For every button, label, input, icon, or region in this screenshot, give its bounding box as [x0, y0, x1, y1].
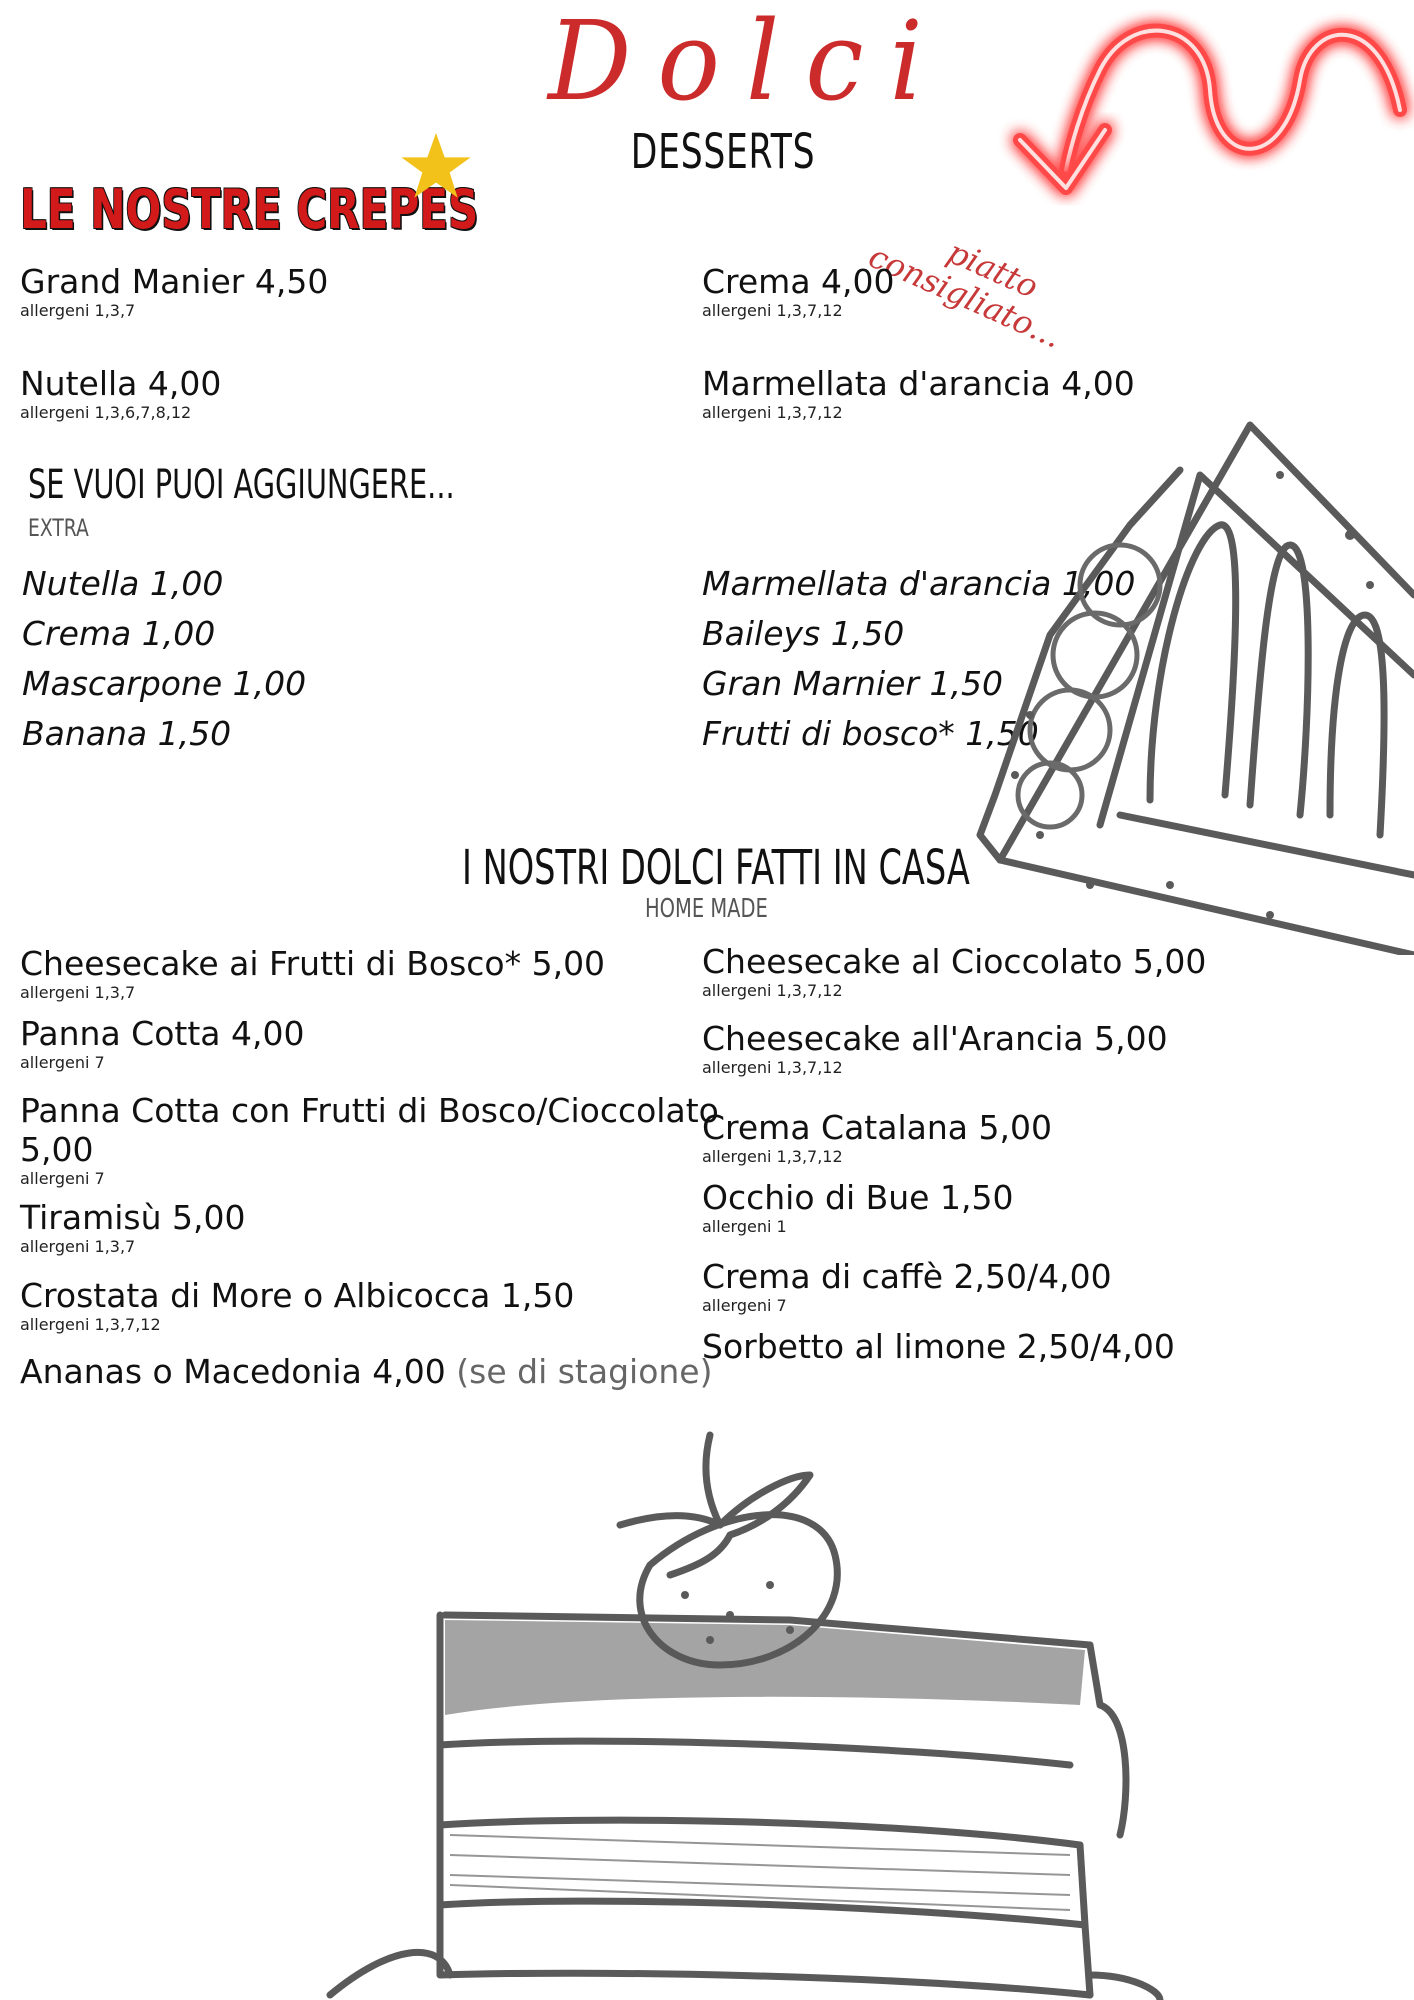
extras-heading: SE VUOI PUOI AGGIUNGERE...	[28, 462, 455, 508]
item-allergens: allergeni 1,3,7	[20, 1237, 136, 1256]
item-name: Ananas o Macedonia 4,00	[20, 1352, 446, 1391]
seasonal-note: (se di stagione)	[456, 1352, 713, 1391]
item-allergens: allergeni 1,3,7	[20, 301, 136, 320]
item-allergens: allergeni 1,3,7	[20, 983, 136, 1002]
extra-item: Gran Marnier 1,50	[702, 664, 1003, 703]
item-name: Cheesecake ai Frutti di Bosco* 5,00	[20, 944, 606, 983]
crepe-item: Crema 4,00 allergeni 1,3,7,12	[702, 262, 895, 320]
dessert-item: Crostata di More o Albicocca 1,50 allerg…	[20, 1276, 574, 1334]
item-name: Tiramisù 5,00	[20, 1198, 246, 1237]
dessert-item: Ananas o Macedonia 4,00 (se di stagione)	[20, 1352, 712, 1391]
item-allergens: allergeni 1,3,7,12	[20, 1315, 161, 1334]
item-allergens: allergeni 1,3,6,7,8,12	[20, 403, 192, 422]
item-allergens: allergeni 7	[20, 1169, 105, 1188]
extras-subheading: EXTRA	[28, 514, 89, 542]
crepes-heading: LE NOSTRE CREPES	[20, 178, 479, 241]
dessert-item: Cheesecake ai Frutti di Bosco* 5,00 alle…	[20, 944, 605, 1002]
item-row: Ananas o Macedonia 4,00 (se di stagione)	[20, 1352, 712, 1391]
item-name: Grand Manier 4,50	[20, 262, 329, 301]
star-icon	[401, 132, 471, 198]
page-title: Dolci	[548, 0, 949, 126]
item-name: Panna Cotta con Frutti di Bosco/Cioccola…	[20, 1091, 719, 1130]
item-allergens: allergeni 1,3,7,12	[702, 1058, 843, 1077]
homemade-subheading: HOME MADE	[645, 894, 768, 924]
crepe-item: Grand Manier 4,50 allergeni 1,3,7	[20, 262, 328, 320]
item-name: Sorbetto al limone 2,50/4,00	[702, 1327, 1175, 1366]
dessert-item: Panna Cotta con Frutti di Bosco/Cioccola…	[20, 1091, 719, 1188]
item-allergens: allergeni 1,3,7,12	[702, 301, 843, 320]
page-subtitle: DESSERTS	[630, 124, 816, 180]
item-name: Marmellata d'arancia 4,00	[702, 364, 1135, 403]
crepe-item: Marmellata d'arancia 4,00 allergeni 1,3,…	[702, 364, 1135, 422]
dessert-item: Occhio di Bue 1,50 allergeni 1	[702, 1178, 1013, 1236]
item-allergens: allergeni 1,3,7,12	[702, 403, 843, 422]
item-price: 5,00	[20, 1130, 94, 1169]
extra-item: Marmellata d'arancia 1,00	[702, 564, 1136, 603]
item-name: Crostata di More o Albicocca 1,50	[20, 1276, 575, 1315]
crepe-item: Nutella 4,00 allergeni 1,3,6,7,8,12	[20, 364, 221, 422]
extra-item: Nutella 1,00	[22, 564, 224, 603]
extra-item: Mascarpone 1,00	[22, 664, 307, 703]
crepe-illustration	[976, 421, 1414, 955]
extra-item: Baileys 1,50	[702, 614, 905, 653]
cake-illustration	[326, 1431, 1164, 2000]
item-allergens: allergeni 1,3,7,12	[702, 981, 843, 1000]
dessert-item: Cheesecake al Cioccolato 5,00 allergeni …	[702, 942, 1206, 1000]
dessert-item: Panna Cotta 4,00 allergeni 7	[20, 1014, 304, 1072]
dessert-item: Cheesecake all'Arancia 5,00 allergeni 1,…	[702, 1019, 1168, 1077]
item-allergens: allergeni 7	[20, 1053, 105, 1072]
item-name: Nutella 4,00	[20, 364, 222, 403]
item-name: Cheesecake all'Arancia 5,00	[702, 1019, 1168, 1058]
extra-item: Crema 1,00	[22, 614, 216, 653]
dessert-item: Sorbetto al limone 2,50/4,00	[702, 1327, 1175, 1366]
dessert-item: Tiramisù 5,00 allergeni 1,3,7	[20, 1198, 246, 1256]
item-name: Panna Cotta 4,00	[20, 1014, 305, 1053]
item-name: Cheesecake al Cioccolato 5,00	[702, 942, 1207, 981]
item-allergens: allergeni 1,3,7,12	[702, 1147, 843, 1166]
item-name: Crema Catalana 5,00	[702, 1108, 1052, 1147]
item-allergens: allergeni 7	[702, 1296, 787, 1315]
dessert-item: Crema Catalana 5,00 allergeni 1,3,7,12	[702, 1108, 1052, 1166]
item-name: Crema di caffè 2,50/4,00	[702, 1257, 1112, 1296]
item-name: Occhio di Bue 1,50	[702, 1178, 1014, 1217]
extra-item: Frutti di bosco* 1,50	[702, 714, 1039, 753]
extra-item: Banana 1,50	[22, 714, 232, 753]
neon-arrow-icon	[1013, 23, 1407, 195]
homemade-heading: I NOSTRI DOLCI FATTI IN CASA	[462, 840, 970, 896]
item-name: Crema 4,00	[702, 262, 895, 301]
item-allergens: allergeni 1	[702, 1217, 787, 1236]
dessert-item: Crema di caffè 2,50/4,00 allergeni 7	[702, 1257, 1112, 1315]
